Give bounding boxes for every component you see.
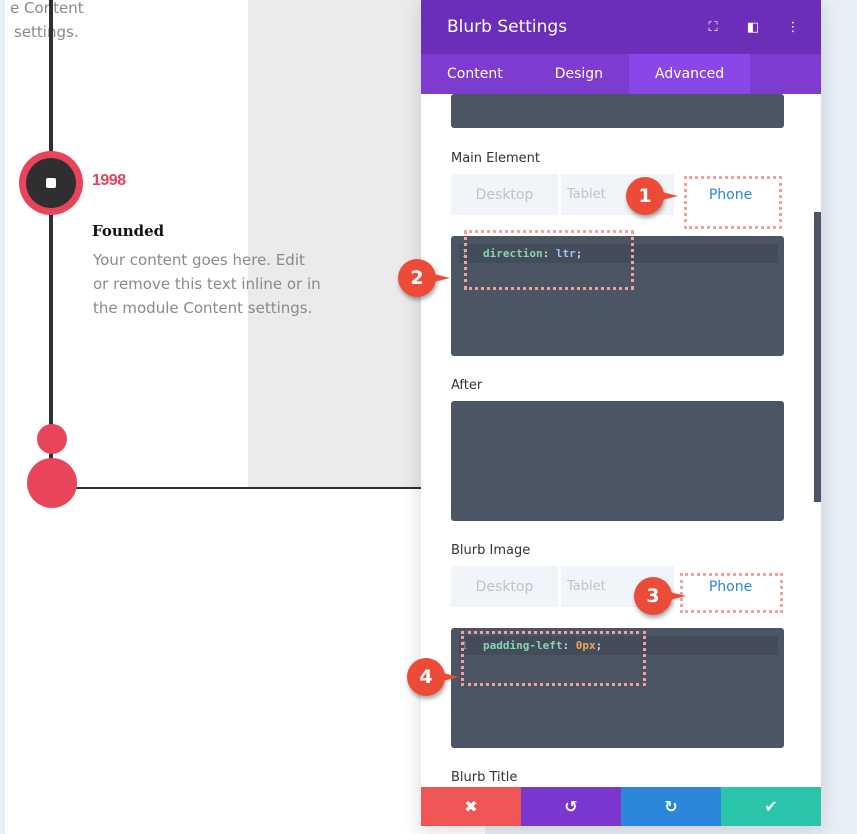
fullscreen-icon[interactable]: ⛶ [708,19,718,35]
cancel-button[interactable]: ✖ [421,787,521,826]
panel-scrollbar[interactable] [814,212,821,502]
timeline-year: 1998 [92,172,126,189]
blurb-title-label: Blurb Title [451,770,518,785]
more-vertical-icon[interactable]: ⋮ [786,19,800,35]
panel-tabs: Content Design Advanced [421,54,821,94]
redo-button[interactable]: ↻ [621,787,721,826]
split-view-icon[interactable]: ◧ [746,19,760,35]
timeline-line [49,0,53,460]
timeline-bottom-line [52,487,432,489]
main-element-label: Main Element [451,151,540,166]
tab-design[interactable]: Design [554,66,604,82]
highlight-phone-1 [684,176,782,229]
after-css-editor[interactable] [451,401,784,521]
save-button[interactable]: ✔ [721,787,821,826]
blurb-image-label: Blurb Image [451,543,531,558]
annotation-badge-2: 2 [398,259,450,297]
annotation-badge-4: 4 [407,658,459,696]
after-label: After [451,378,483,393]
panel-title: Blurb Settings [447,17,568,37]
highlight-code-2 [464,230,634,290]
panel-header: Blurb Settings ⛶ ◧ ⋮ [421,0,821,54]
device-phone[interactable]: Phone [677,174,784,215]
settings-panel: Blurb Settings ⛶ ◧ ⋮ Content Design Adva… [421,0,821,826]
annotation-badge-1: 1 [626,177,678,215]
item-title: Founded [92,222,165,240]
highlight-code-4 [461,631,646,686]
device-desktop[interactable]: Desktop [451,174,558,215]
highlight-phone-3 [680,573,783,613]
timeline-node-icon [19,151,83,215]
device-desktop[interactable]: Desktop [451,566,558,607]
timeline-dot-large [27,458,77,508]
annotation-badge-3: 3 [634,577,686,615]
tab-advanced[interactable]: Advanced [629,54,751,94]
previous-code-field[interactable] [451,94,784,128]
undo-button[interactable]: ↺ [521,787,621,826]
panel-footer: ✖ ↺ ↻ ✔ [421,787,821,826]
item-body: Your content goes here. Edit or remove t… [93,251,321,317]
tab-content[interactable]: Content [447,66,503,82]
device-phone[interactable]: Phone [677,566,784,607]
timeline-dot-small [37,424,67,454]
